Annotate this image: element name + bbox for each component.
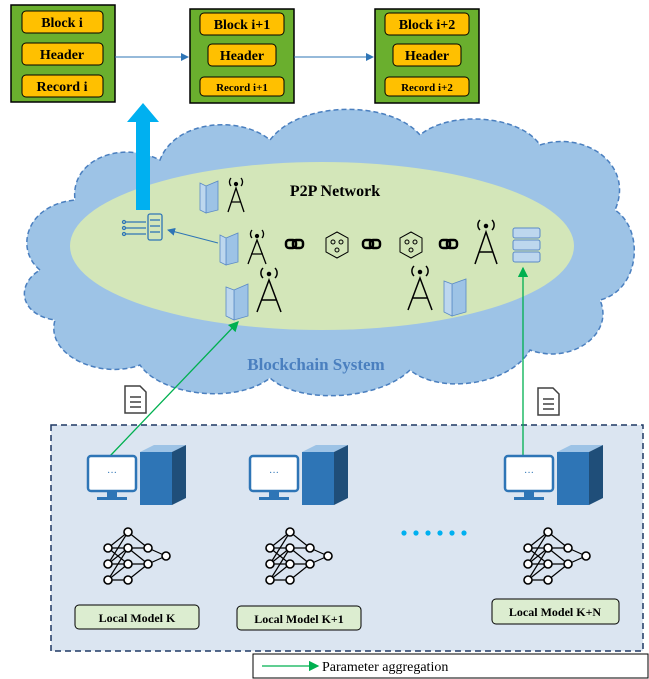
model-label-1: Local Model K [99, 611, 176, 625]
computer-icon-2: ··· [248, 445, 348, 505]
gateway-icon [121, 213, 163, 241]
blockchain-system-label: Blockchain System [247, 355, 384, 374]
tower-icon-chain-left [247, 229, 267, 265]
document-icon-right [537, 387, 560, 416]
link-icon-2 [361, 238, 382, 250]
model-label-3: Local Model K+N [509, 605, 601, 619]
legend: Parameter aggregation [252, 653, 649, 679]
computer-icon-3: ··· [503, 445, 603, 505]
link-icon-3 [438, 238, 459, 250]
block-i2: Block i+2 Header Record i+2 [374, 8, 480, 104]
block-i2-record: Record i+2 [401, 82, 453, 94]
tower-icon-right [407, 265, 433, 311]
server-rack-icon [512, 227, 541, 263]
computer-icon-1: ··· [86, 445, 186, 505]
block-i1: Block i+1 Header Record i+1 [189, 8, 295, 104]
block-i-header: Header [40, 48, 84, 63]
block-i2-header: Header [405, 49, 449, 64]
model-box-3: Local Model K+N [491, 598, 620, 625]
svg-text:···: ··· [524, 468, 534, 479]
block-i-title: Block i [41, 16, 83, 31]
tower-icon-chain-right [474, 219, 498, 265]
svg-text:···: ··· [107, 468, 117, 479]
block-i2-title: Block i+2 [399, 18, 456, 33]
network-to-gateway-arrow [167, 227, 219, 244]
neural-network-icon-2 [265, 527, 333, 585]
node-hex-icon-2 [399, 231, 423, 259]
legend-label: Parameter aggregation [322, 660, 448, 675]
block-i1-header: Header [220, 49, 264, 64]
server-icon-chain-left [219, 232, 239, 266]
tower-icon-top [227, 177, 245, 213]
model-box-1: Local Model K [74, 604, 200, 630]
server-icon-top [199, 180, 219, 214]
server-icon-right [443, 278, 467, 317]
ellipsis-dots [401, 530, 467, 536]
neural-network-icon-1 [103, 527, 171, 585]
server-icon-left [225, 283, 249, 321]
document-icon-left [124, 385, 147, 414]
upload-arrow [127, 103, 159, 210]
link-icon-1 [284, 238, 305, 250]
tower-icon-left [256, 267, 282, 313]
block-i-record: Record i [37, 80, 88, 95]
block-i1-title: Block i+1 [214, 18, 271, 33]
node-hex-icon-1 [325, 231, 349, 259]
svg-text:···: ··· [269, 468, 279, 479]
block-i: Block i Header Record i [10, 4, 116, 103]
aggregation-arrow-left [109, 321, 239, 457]
model-label-2: Local Model K+1 [254, 612, 344, 626]
model-box-2: Local Model K+1 [236, 605, 362, 631]
p2p-network-label: P2P Network [290, 183, 380, 200]
block-i1-record: Record i+1 [216, 82, 268, 94]
neural-network-icon-3 [523, 527, 591, 585]
